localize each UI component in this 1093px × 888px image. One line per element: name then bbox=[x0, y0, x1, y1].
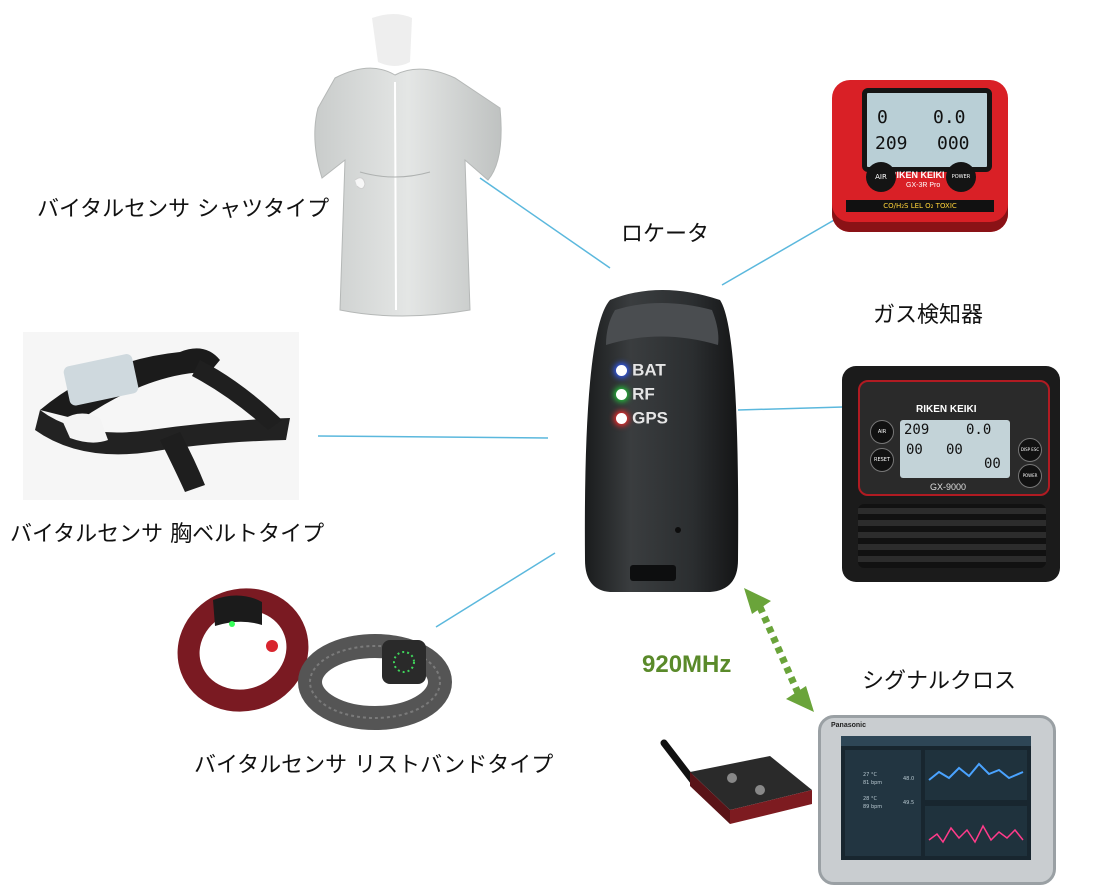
tablet-graphs bbox=[925, 750, 1027, 856]
gx9000-faceplate: RIKEN KEIKI 209 0.0 00 00 00 GX-9000 AIR… bbox=[858, 380, 1050, 496]
gx9000-reading-5: 00 bbox=[984, 456, 1001, 472]
led-gps-text: GPS bbox=[632, 408, 668, 428]
gx9000-power-button: POWER ENTER bbox=[1018, 464, 1042, 488]
connector-chest-belt bbox=[317, 435, 549, 439]
frequency-label: 920MHz bbox=[642, 651, 732, 678]
led-bat-text: BAT bbox=[632, 360, 666, 380]
connector-wristband bbox=[435, 552, 556, 628]
gas-detector-label: ガス検知器 bbox=[873, 303, 984, 328]
shirt-label: バイタルセンサ シャツタイプ bbox=[37, 197, 330, 222]
tablet-row1-bpm: 81 bpm bbox=[863, 780, 883, 786]
gas-detector-gx3r: 0 0.0 209 000 RIKEN KEIKI GX-3R Pro AIR … bbox=[832, 80, 1008, 232]
gx3r-reading-4: 000 bbox=[937, 133, 970, 154]
gx3r-reading-2: 0.0 bbox=[933, 107, 966, 128]
tablet-row2-temp: 28 °C bbox=[863, 796, 877, 802]
tablet-device: Panasonic 27 °C 81 bpm 48.0 28 °C 89 bpm… bbox=[818, 715, 1056, 885]
gx9000-reading-3: 00 bbox=[906, 442, 923, 458]
gx3r-reading-1: 0 bbox=[877, 107, 888, 128]
connector-gas-gx3r bbox=[721, 211, 849, 286]
gx3r-brand: RIKEN KEIKI bbox=[890, 170, 945, 180]
tablet-row2-side: 49.5 bbox=[903, 800, 915, 806]
locator-label: ロケータ bbox=[621, 222, 710, 247]
gx9000-vent-grille bbox=[858, 504, 1046, 568]
connector-gas-gx9000 bbox=[737, 406, 844, 411]
tablet-screen: 27 °C 81 bpm 48.0 28 °C 89 bpm 49.5 bbox=[841, 736, 1031, 860]
led-gps: GPS bbox=[616, 408, 668, 429]
tablet-row1-temp: 27 °C bbox=[863, 772, 877, 778]
led-bat: BAT bbox=[616, 360, 666, 381]
led-bat-icon bbox=[616, 365, 627, 376]
wristband-label: バイタルセンサ リストバンドタイプ bbox=[194, 753, 554, 778]
gx3r-air-button: AIR bbox=[866, 162, 896, 192]
led-gps-icon bbox=[616, 413, 627, 424]
connector-shirt bbox=[479, 177, 611, 269]
gx3r-screen: 0 0.0 209 000 bbox=[862, 88, 992, 172]
tablet-header-bar bbox=[841, 736, 1031, 746]
gx9000-brand: RIKEN KEIKI bbox=[916, 404, 977, 415]
gx9000-reset-button: RESET bbox=[870, 448, 894, 472]
gx9000-disp-button: DISP ESC bbox=[1018, 438, 1042, 462]
led-rf: RF bbox=[616, 384, 655, 405]
gx3r-gas-strip: CO/H₂S LEL O₂ TOXIC bbox=[846, 200, 994, 212]
gas-detector-gx9000: RIKEN KEIKI 209 0.0 00 00 00 GX-9000 AIR… bbox=[842, 366, 1060, 582]
gx3r-reading-3: 209 bbox=[875, 133, 908, 154]
chest-belt-label: バイタルセンサ 胸ベルトタイプ bbox=[10, 522, 325, 547]
gx9000-air-button: AIR bbox=[870, 420, 894, 444]
tablet-row2-bpm: 89 bpm bbox=[863, 804, 883, 810]
led-rf-icon bbox=[616, 389, 627, 400]
gx9000-reading-4: 00 bbox=[946, 442, 963, 458]
gx9000-screen: 209 0.0 00 00 00 bbox=[900, 420, 1010, 478]
gx3r-power-button: POWER MODE bbox=[946, 162, 976, 192]
wireless-double-arrow bbox=[744, 588, 814, 712]
tablet-brand: Panasonic bbox=[831, 722, 867, 729]
tablet-status-panel: 27 °C 81 bpm 48.0 28 °C 89 bpm 49.5 bbox=[845, 750, 921, 856]
signal-cross-label: シグナルクロス bbox=[862, 669, 1017, 694]
tablet-row1-side: 48.0 bbox=[903, 776, 915, 782]
gx9000-reading-2: 0.0 bbox=[966, 422, 992, 438]
gx9000-reading-1: 209 bbox=[904, 422, 930, 438]
gx9000-model: GX-9000 bbox=[930, 482, 967, 492]
led-rf-text: RF bbox=[632, 384, 655, 404]
gx3r-model: GX-3R Pro bbox=[906, 182, 941, 189]
